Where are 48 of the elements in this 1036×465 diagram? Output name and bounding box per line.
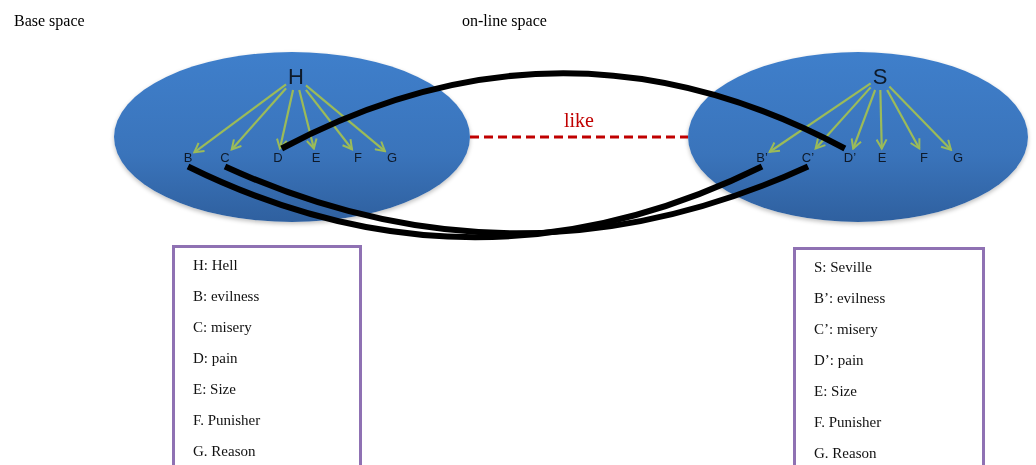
arrow bbox=[305, 89, 353, 151]
mapping-curve bbox=[223, 163, 810, 237]
concept-letter: E bbox=[310, 149, 322, 165]
key-box bbox=[172, 245, 362, 465]
concept-letter: G bbox=[385, 149, 399, 165]
arrow bbox=[305, 84, 386, 153]
arrow bbox=[850, 89, 877, 150]
concept-letter: B bbox=[182, 149, 194, 165]
arrow bbox=[814, 86, 872, 150]
key-box bbox=[793, 247, 985, 465]
concept-letter: F bbox=[919, 149, 929, 165]
key-entry: B’: evilness bbox=[814, 289, 887, 308]
concept-letter: B’ bbox=[755, 149, 769, 165]
space-letter: S bbox=[871, 65, 889, 89]
key-entry: B: evilness bbox=[193, 287, 261, 306]
concept-letter: G bbox=[951, 149, 965, 165]
key-entry: F. Punisher bbox=[814, 413, 883, 432]
concept-letter: F bbox=[353, 149, 363, 165]
key-entry: F. Punisher bbox=[193, 411, 262, 430]
key-entry: E: Size bbox=[193, 380, 237, 399]
concept-letter: C bbox=[219, 149, 231, 165]
arrow bbox=[875, 89, 888, 150]
key-entry: D’: pain bbox=[814, 351, 865, 370]
arrow bbox=[886, 89, 921, 150]
mapping-curve bbox=[280, 70, 847, 152]
key-entry: C’: misery bbox=[814, 320, 879, 339]
key-entry: C: misery bbox=[193, 318, 253, 337]
key-entry: E: Size bbox=[814, 382, 858, 401]
arrow bbox=[193, 83, 287, 154]
concept-letter: C’ bbox=[800, 149, 816, 165]
arrow bbox=[230, 87, 287, 151]
key-entry: D: pain bbox=[193, 349, 239, 368]
space-letter: H bbox=[287, 65, 305, 89]
arrow bbox=[276, 89, 295, 150]
arrow bbox=[768, 82, 872, 153]
dashed-line bbox=[470, 135, 688, 139]
arrow bbox=[298, 89, 318, 150]
key-entry: G. Reason bbox=[814, 444, 878, 463]
space-heading: Base space bbox=[14, 12, 85, 30]
key-entry: S: Seville bbox=[814, 258, 873, 277]
mapping-curve bbox=[186, 163, 764, 241]
key-entry: H: Hell bbox=[193, 256, 239, 275]
concept-letter: D’ bbox=[842, 149, 858, 165]
arrow bbox=[888, 85, 952, 151]
key-entry: G. Reason bbox=[193, 442, 257, 461]
space-heading: on-line space bbox=[462, 12, 547, 30]
concept-letter: D bbox=[272, 149, 284, 165]
concept-letter: E bbox=[876, 149, 888, 165]
